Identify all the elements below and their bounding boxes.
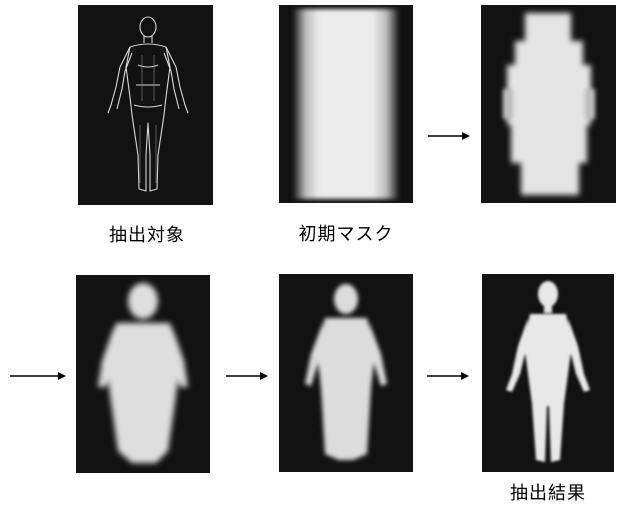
iteration-1-image-panel [481, 5, 616, 203]
arrow-right-icon [427, 370, 469, 382]
refined-silhouette-image [279, 274, 413, 472]
human-figure-outline-image [78, 5, 213, 205]
initial-mask-image-panel [279, 5, 413, 203]
arrow-right-icon [428, 130, 470, 142]
rectangular-mask-image [279, 5, 413, 203]
result-image-panel [482, 274, 614, 472]
arrow-right-icon [10, 370, 66, 382]
iteration-3-image-panel [279, 274, 413, 472]
blocky-silhouette-image [481, 5, 616, 203]
target-image-panel [78, 5, 213, 205]
extracted-silhouette-image [482, 274, 614, 472]
caption-initial-mask: 初期マスク [278, 224, 414, 246]
arrow-right-icon [226, 370, 268, 382]
iteration-2-image-panel [76, 275, 210, 473]
blurred-silhouette-image [76, 275, 210, 473]
caption-result: 抽出結果 [493, 483, 603, 505]
caption-target: 抽出対象 [92, 225, 202, 247]
